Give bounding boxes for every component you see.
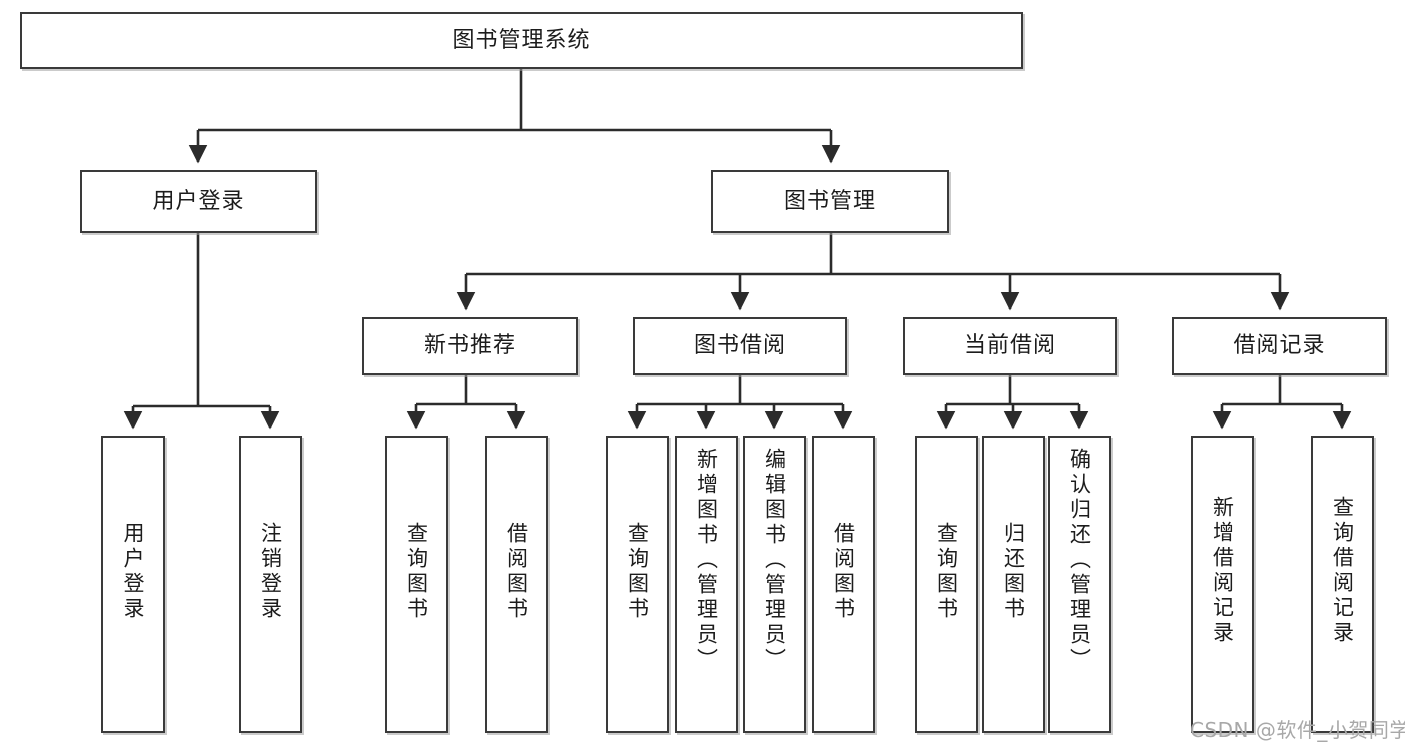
node-root[interactable]: 图书管理系统 [20,12,1023,69]
node-borrow-record-label: 借阅记录 [1233,333,1326,359]
node-user-login-label: 用户登录 [152,188,245,214]
node-leaf-logout[interactable]: 注销登录 [239,436,302,733]
node-leaf-user-login[interactable]: 用户登录 [101,436,165,733]
node-book-borrow[interactable]: 图书借阅 [633,317,847,375]
node-book-manage-label: 图书管理 [783,188,876,214]
node-leaf-cb-return-book-label: 归还图书 [1001,522,1026,622]
node-leaf-br-add-record[interactable]: 新增借阅记录 [1191,436,1254,733]
node-leaf-bb-add-book-label: 新增图书（管理员） [694,448,719,673]
node-leaf-bb-edit-book[interactable]: 编辑图书（管理员） [743,436,806,733]
node-leaf-logout-label: 注销登录 [258,522,283,622]
node-leaf-cb-return-book[interactable]: 归还图书 [982,436,1045,733]
node-user-login[interactable]: 用户登录 [80,170,317,233]
node-new-book-recommend-label: 新书推荐 [423,333,516,359]
node-leaf-user-login-label: 用户登录 [121,522,146,622]
node-root-label: 图书管理系统 [452,27,591,53]
node-current-borrow-label: 当前借阅 [963,333,1056,359]
node-leaf-bb-borrow-book[interactable]: 借阅图书 [812,436,875,733]
node-leaf-bb-query-book[interactable]: 查询图书 [606,436,669,733]
node-leaf-bb-borrow-book-label: 借阅图书 [831,522,856,622]
node-leaf-bb-add-book[interactable]: 新增图书（管理员） [675,436,738,733]
node-new-book-recommend[interactable]: 新书推荐 [362,317,578,375]
csdn-watermark: CSDN @软件_小贺同学 [1190,718,1405,742]
node-leaf-br-query-record[interactable]: 查询借阅记录 [1311,436,1374,733]
node-leaf-bb-query-book-label: 查询图书 [625,522,650,622]
node-book-manage[interactable]: 图书管理 [711,170,949,233]
node-leaf-cb-query-book[interactable]: 查询图书 [915,436,978,733]
node-leaf-nb-borrow-book[interactable]: 借阅图书 [485,436,548,733]
node-leaf-nb-borrow-book-label: 借阅图书 [504,522,529,622]
node-current-borrow[interactable]: 当前借阅 [903,317,1117,375]
node-leaf-cb-query-book-label: 查询图书 [934,522,959,622]
node-leaf-nb-query-book[interactable]: 查询图书 [385,436,448,733]
node-leaf-cb-confirm-return-label: 确认归还（管理员） [1067,448,1092,673]
node-borrow-record[interactable]: 借阅记录 [1172,317,1387,375]
node-book-borrow-label: 图书借阅 [693,333,786,359]
node-leaf-nb-query-book-label: 查询图书 [404,522,429,622]
node-leaf-br-query-record-label: 查询借阅记录 [1330,496,1355,646]
node-leaf-cb-confirm-return[interactable]: 确认归还（管理员） [1048,436,1111,733]
node-leaf-bb-edit-book-label: 编辑图书（管理员） [762,448,787,673]
node-leaf-br-add-record-label: 新增借阅记录 [1210,496,1235,646]
